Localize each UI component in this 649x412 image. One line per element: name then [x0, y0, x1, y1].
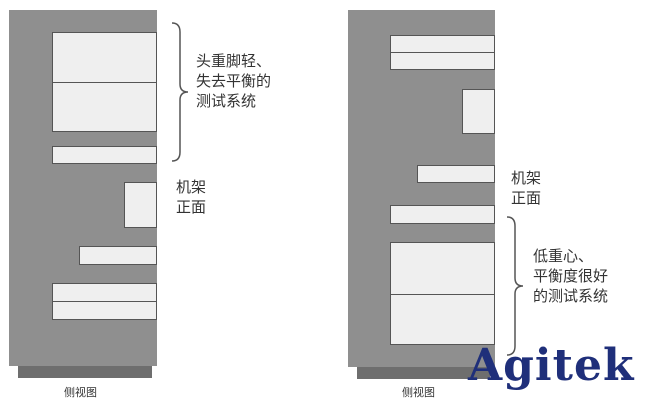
left-rack-unit-3 [79, 246, 157, 265]
right-rack-unit-2 [462, 89, 495, 134]
left-rack-brace-label: 头重脚轻、 失去平衡的 测试系统 [196, 51, 271, 111]
right-rack-large-equipment [390, 242, 495, 345]
right-rack-unit-3 [417, 165, 495, 183]
left-rack-brace [171, 22, 189, 162]
right-rack-unit-4 [390, 205, 495, 224]
left-rack-unit-2 [124, 182, 157, 228]
right-rack-front-label: 机架 正面 [511, 168, 541, 208]
left-brace-label-line-2: 失去平衡的 [196, 72, 272, 90]
left-rack-front-label: 机架 正面 [176, 177, 206, 217]
right-rack-caption: 侧视图 [402, 386, 435, 399]
left-rack-base [18, 366, 152, 378]
left-front-label-line-2: 正面 [176, 198, 207, 216]
right-rack-brace [506, 216, 524, 356]
left-front-label-line-1: 机架 [176, 178, 207, 196]
right-brace-label-line-3: 的测试系统 [533, 287, 609, 305]
left-rack-caption: 侧视图 [64, 386, 97, 399]
left-rack-unit-4 [52, 283, 157, 320]
agitek-logo: Agitek [468, 340, 635, 391]
left-rack-large-equipment [52, 32, 157, 132]
right-brace-label-line-2: 平衡度很好 [533, 267, 609, 285]
right-rack-base [357, 367, 490, 379]
left-rack-unit-1 [52, 146, 157, 164]
right-rack-brace-label: 低重心、 平衡度很好 的测试系统 [533, 246, 608, 306]
right-rack-unit-1 [390, 35, 495, 70]
right-front-label-line-2: 正面 [511, 189, 542, 207]
right-front-label-line-1: 机架 [511, 169, 542, 187]
left-brace-label-line-3: 测试系统 [196, 92, 257, 110]
left-brace-label-line-1: 头重脚轻、 [196, 52, 272, 70]
right-brace-label-line-1: 低重心、 [533, 247, 594, 265]
